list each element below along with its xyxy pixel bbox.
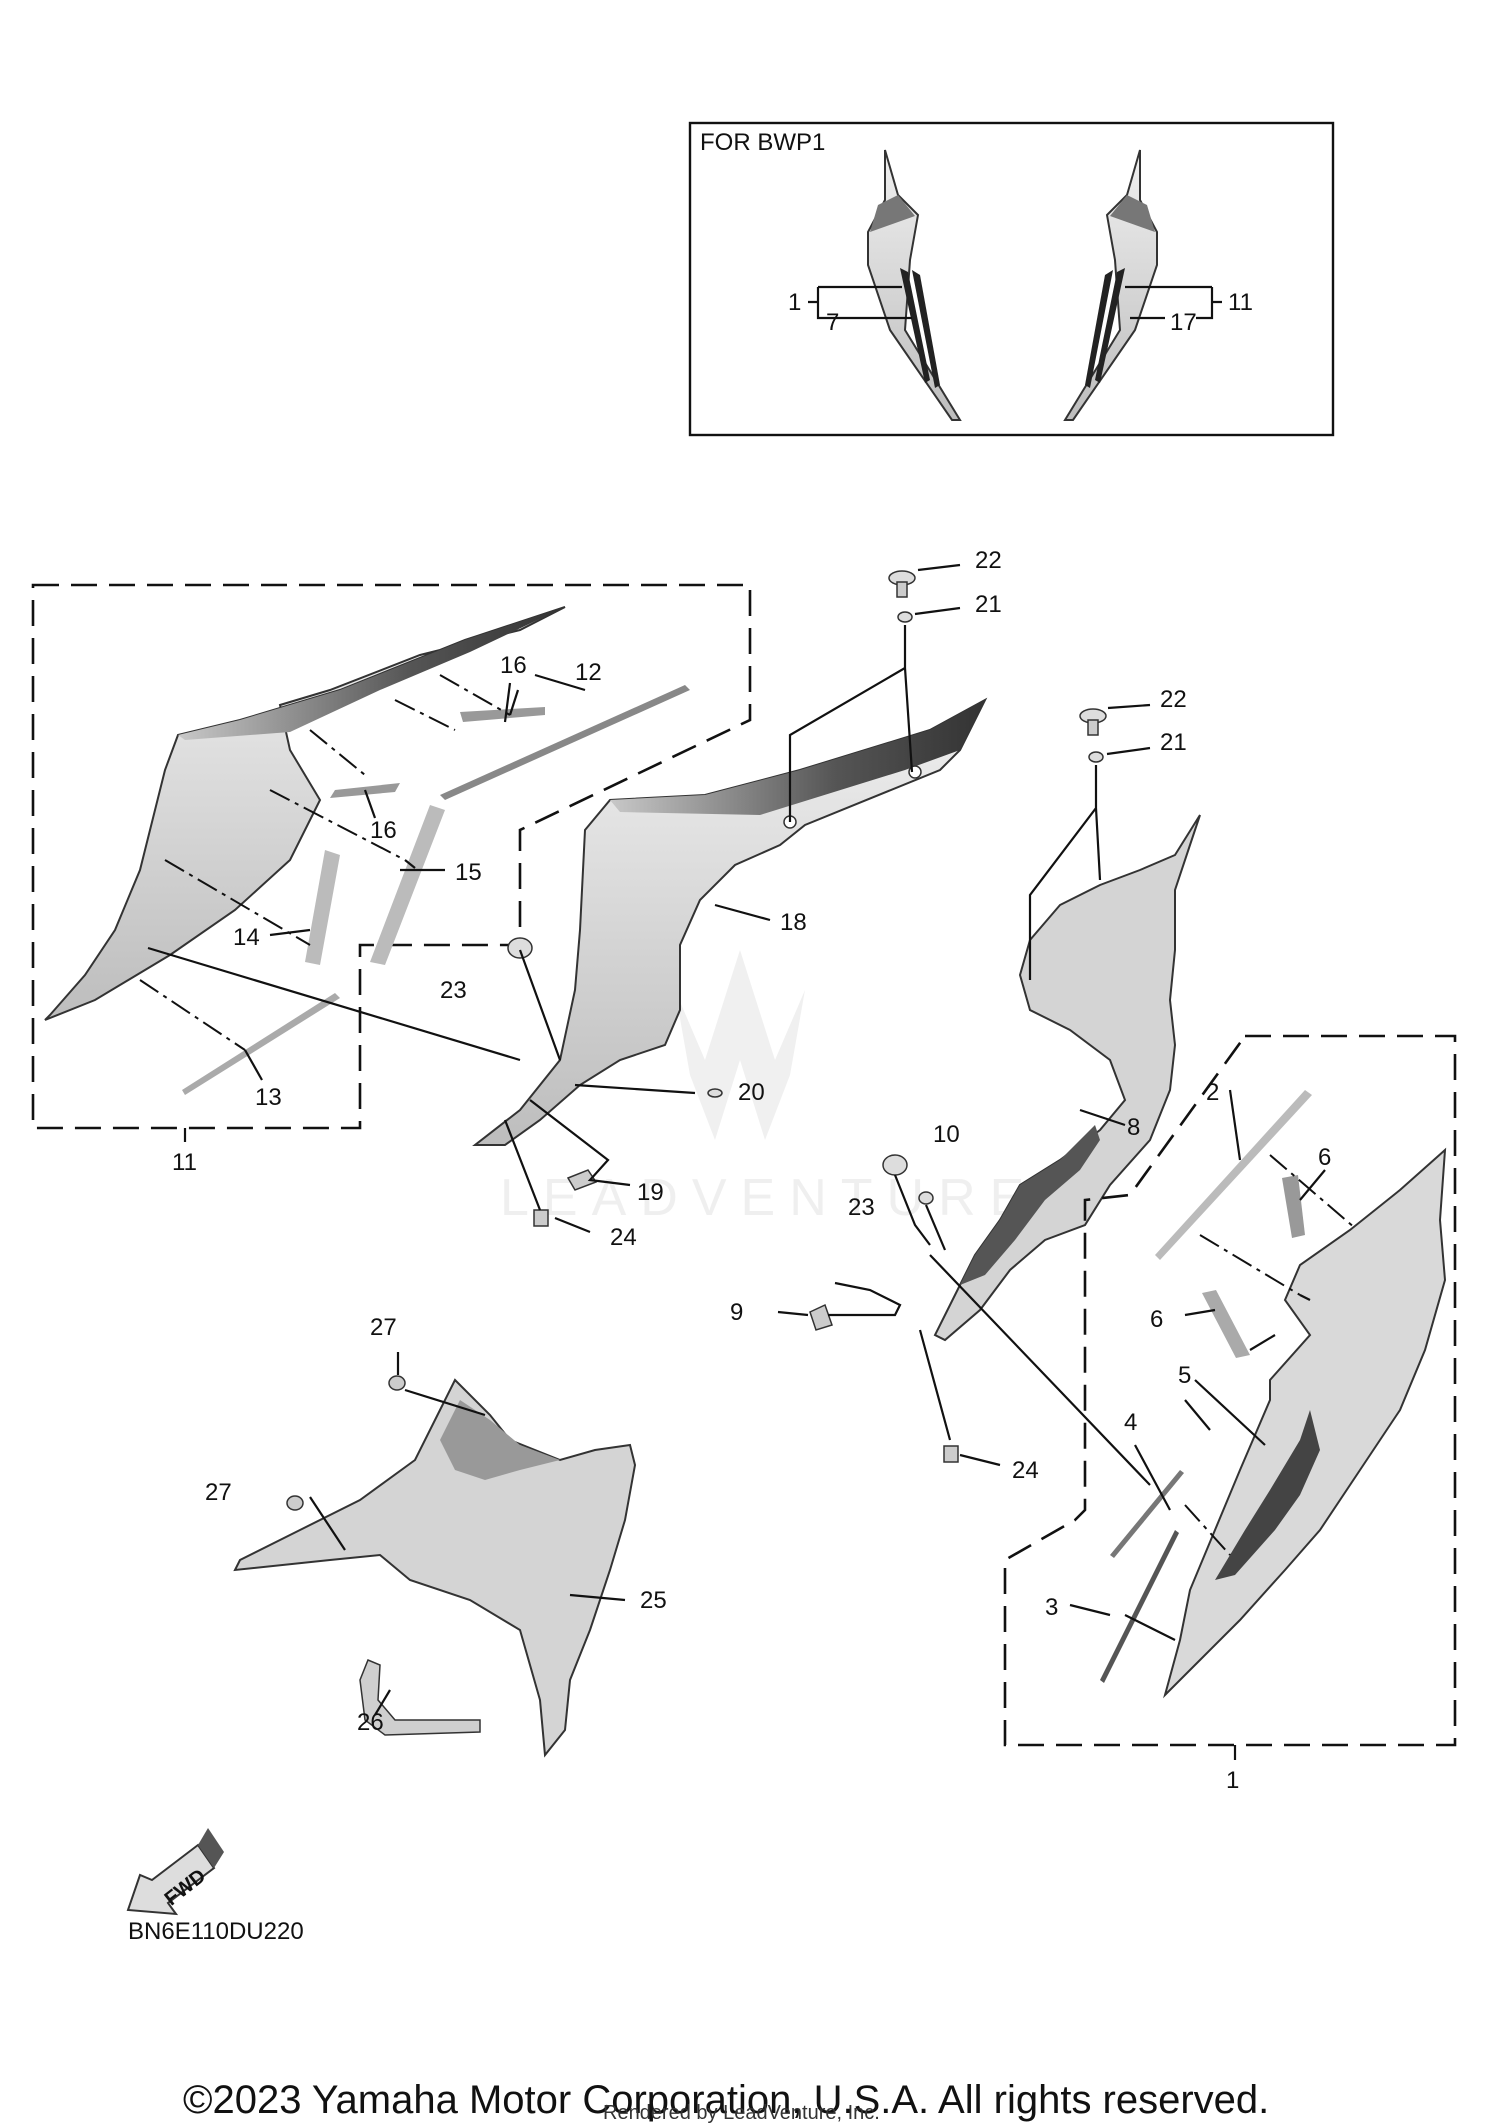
fastener-21a [897,611,913,623]
callout-27b: 27 [205,1479,232,1506]
fwd-arrow-icon: FWD [126,1828,224,1916]
inset-left-cowl-graphic [867,149,962,421]
callout-11: 11 [172,1149,197,1176]
part-12-strip [440,685,690,800]
part-13-strip [182,993,340,1095]
callout-23a: 23 [440,977,467,1004]
callout-16a: 16 [500,652,527,679]
callout-14: 14 [233,924,260,951]
callout-7: 7 [826,309,839,336]
callout-1-inset: 1 [788,289,801,316]
rendered-by-note: Rendered by LeadVenture, Inc. [603,2102,880,2124]
part-14-pad [305,850,340,965]
part-3-strip [1100,1530,1179,1683]
callout-3: 3 [1045,1594,1058,1621]
group-1-outline: 1 [1003,1034,1457,1794]
callout-20: 20 [738,1079,765,1106]
callout-labels: 22 21 22 21 16 12 16 15 14 13 18 23 20 1… [205,547,1331,1736]
inset-right-cowl-graphic [1063,149,1158,421]
callout-13: 13 [255,1084,282,1111]
callout-24a: 24 [610,1224,637,1251]
callout-6b: 6 [1150,1306,1163,1333]
fastener-22a [888,570,916,598]
callout-27a: 27 [370,1314,397,1341]
part-right-side-cowl [1163,1147,1447,1699]
callout-21b: 21 [1160,729,1187,756]
fastener-23b [882,1154,908,1176]
fastener-20 [707,1088,723,1098]
part-16-pad-upper [460,707,545,722]
inset-box-bwp1: FOR BWP1 1 7 17 11 [688,121,1335,437]
callout-22a: 22 [975,547,1002,574]
callout-25: 25 [640,1587,667,1614]
callout-24b: 24 [1012,1457,1039,1484]
fastener-21b [1088,751,1104,763]
callout-12: 12 [575,659,602,686]
callout-23b: 23 [848,1194,875,1221]
callout-6a: 6 [1318,1144,1331,1171]
callout-5: 5 [1178,1362,1191,1389]
part-4-strip [1110,1470,1184,1558]
fastener-9 [809,1303,833,1331]
callout-9: 9 [730,1299,743,1326]
callout-26: 26 [357,1709,384,1736]
part-inner-panel-8 [933,814,1201,1342]
part-6-pad-upper [1282,1175,1305,1238]
callout-17: 17 [1170,309,1197,336]
part-left-side-cowl [44,606,566,1021]
callout-1: 1 [1226,1767,1239,1794]
part-2-strip [1155,1090,1312,1260]
fastener-23a [507,937,533,959]
inset-box-title: FOR BWP1 [700,129,825,156]
callout-15: 15 [455,859,482,886]
part-lower-cover-25 [233,1378,637,1758]
part-6-pad-lower [1202,1290,1250,1358]
callout-2: 2 [1206,1079,1219,1106]
fastener-27b [286,1495,304,1511]
callout-4: 4 [1124,1409,1137,1436]
callout-21a: 21 [975,591,1002,618]
fastener-22b [1079,708,1107,736]
callout-8: 8 [1127,1114,1140,1141]
part-15-pad [370,805,445,965]
fastener-19 [566,1169,598,1191]
fastener-24a [533,1209,549,1227]
callout-18: 18 [780,909,807,936]
callout-11-inset: 11 [1228,289,1253,316]
callout-16b: 16 [370,817,397,844]
diagram-code: BN6E110DU220 [128,1918,304,1945]
leader-lines [139,563,1356,1716]
callout-10: 10 [933,1121,960,1148]
fastener-10 [918,1191,934,1205]
callout-19: 19 [637,1179,664,1206]
fastener-27a [388,1375,406,1391]
copyright-notice: ©2023 Yamaha Motor Corporation, U.S.A. A… [183,2078,1270,2122]
callout-22b: 22 [1160,686,1187,713]
fastener-24b [943,1445,959,1463]
